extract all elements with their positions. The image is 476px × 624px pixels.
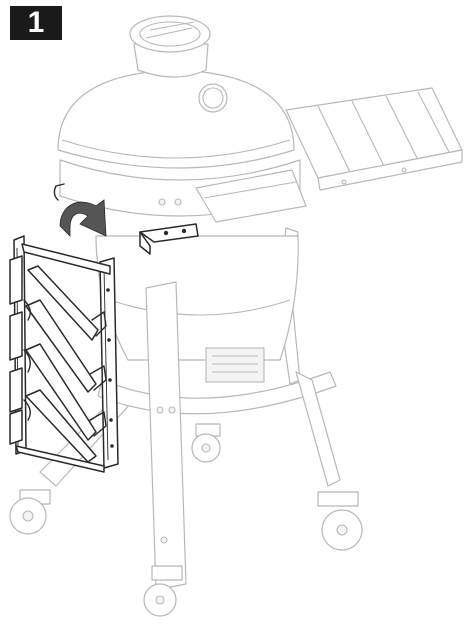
leg-bolt [160,536,168,544]
hinge-mechanism [195,169,307,223]
grill-ghost [9,15,463,617]
mounting-bracket [139,223,199,255]
caster-right [317,491,363,551]
highlighted-parts [9,183,199,473]
side-bracket [205,347,265,383]
step-number: 1 [27,6,45,39]
caster-left [9,489,51,535]
top-vent [129,15,211,53]
folding-rack [9,235,119,473]
vent-collar [133,43,209,78]
leg-right [295,371,341,487]
lift-arrow [59,199,107,237]
grill-base [95,235,299,361]
leg-bolt [156,406,164,414]
side-shelf-edge [317,149,463,191]
step-number-badge: 1 [10,6,62,40]
caster-back [191,423,221,463]
leg-bolt [168,406,176,414]
band-clip [53,183,65,201]
dome-lid [57,69,295,169]
leg-front [145,281,187,591]
caster-front [143,565,183,617]
base-band [109,299,291,316]
